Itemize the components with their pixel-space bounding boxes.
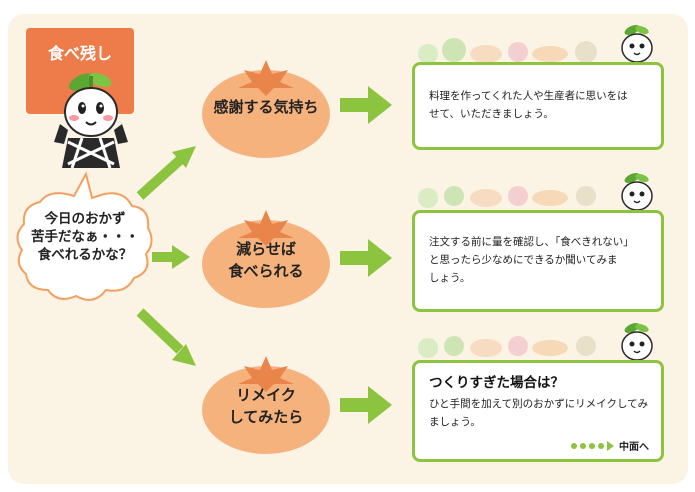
tomato-icon (202, 356, 330, 454)
step-2-info-line-2: と思ったら少なめにできるか聞いてみま (429, 254, 618, 266)
arrow-right-1-icon (340, 86, 392, 124)
step-2-label-line-1: 減らせば (236, 240, 296, 258)
page-title: 食べ残し (47, 44, 112, 63)
arrow-right-2-icon (340, 239, 392, 277)
speech-bubble: 今日のおかず 苦手だなぁ・・・ 食べれるかな？ (14, 168, 156, 318)
step-2-info-line-1: 注文する前に量を確認し、「食べきれない」 (429, 236, 634, 248)
step-3-label: リメイク してみたら (200, 384, 332, 428)
food-illustration-icon (418, 336, 596, 358)
step-2-info-box: 注文する前に量を確認し、「食べきれない」 と思ったら少なめにできるか聞いてみま … (412, 210, 664, 312)
arrow-right-icon (607, 440, 614, 451)
food-illustration-icon (418, 186, 596, 208)
step-1-label-line-1: 感謝する気持ち (213, 98, 319, 116)
step-2-label-line-2: 食べられる (228, 262, 304, 280)
more-link[interactable]: 中面へ (571, 438, 649, 453)
small-mascot-icon (621, 173, 653, 211)
arrow-up-diagonal-icon (136, 146, 196, 200)
dot-icon (589, 442, 595, 449)
step-1-info-line-2: せて、いただきましょう。 (429, 108, 554, 120)
tomato-icon (202, 60, 330, 158)
step-2-info-line-3: しょう。 (429, 272, 471, 284)
arrow-down-diagonal-icon (136, 308, 196, 366)
bubble-line-2: 苦手だなぁ・・・ (31, 229, 139, 245)
small-mascot-icon (621, 323, 653, 361)
step-1-info-line-1: 料理を作ってくれた人や生産者に思いをは (429, 90, 628, 102)
step-1-info-text: 料理を作ってくれた人や生産者に思いをは せて、いただきましょう。 (429, 87, 651, 123)
step-1-tomato: 感謝する気持ち (200, 52, 332, 162)
step-2-info-text: 注文する前に量を確認し、「食べきれない」 と思ったら少なめにできるか聞いてみま … (429, 233, 651, 287)
bubble-line-1: 今日のおかず (44, 211, 126, 227)
step-3-info-line-1: ひと手間を加えて別のおかずにリメイクしてみ (429, 398, 649, 410)
arrow-right-middle-icon (152, 245, 190, 269)
step-1-label: 感謝する気持ち (200, 96, 332, 118)
more-link-label: 中面へ (619, 442, 649, 453)
bubble-text: 今日のおかず 苦手だなぁ・・・ 食べれるかな？ (14, 210, 156, 264)
step-3-info-text: ひと手間を加えて別のおかずにリメイクしてみ ましょう。 (429, 395, 651, 431)
mascot-character-icon (54, 73, 128, 169)
cloud-bubble-icon (16, 171, 153, 301)
step-2-tomato: 減らせば 食べられる (200, 202, 332, 312)
step-1-info-box: 料理を作ってくれた人や生産者に思いをは せて、いただきましょう。 (412, 62, 664, 150)
step-3-info-heading: つくりすぎた場合は？ (429, 375, 564, 391)
small-mascot-icon (621, 25, 653, 63)
dot-icon (598, 442, 604, 449)
step-2-label: 減らせば 食べられる (200, 238, 332, 282)
arrow-right-3-icon (340, 386, 392, 424)
step-3-label-line-2: してみたら (228, 408, 304, 426)
food-illustration-icon (418, 38, 597, 64)
bubble-line-3: 食べれるかな？ (37, 247, 133, 263)
tomato-icon (202, 210, 330, 308)
step-3-label-line-1: リメイク (236, 386, 296, 404)
dot-icon (580, 442, 586, 449)
step-3-info-line-2: ましょう。 (429, 416, 481, 428)
step-3-tomato: リメイク してみたら (200, 348, 332, 458)
step-3-info-box: つくりすぎた場合は？ ひと手間を加えて別のおかずにリメイクしてみ ましょう。 中… (412, 360, 664, 462)
dot-icon (571, 442, 577, 449)
